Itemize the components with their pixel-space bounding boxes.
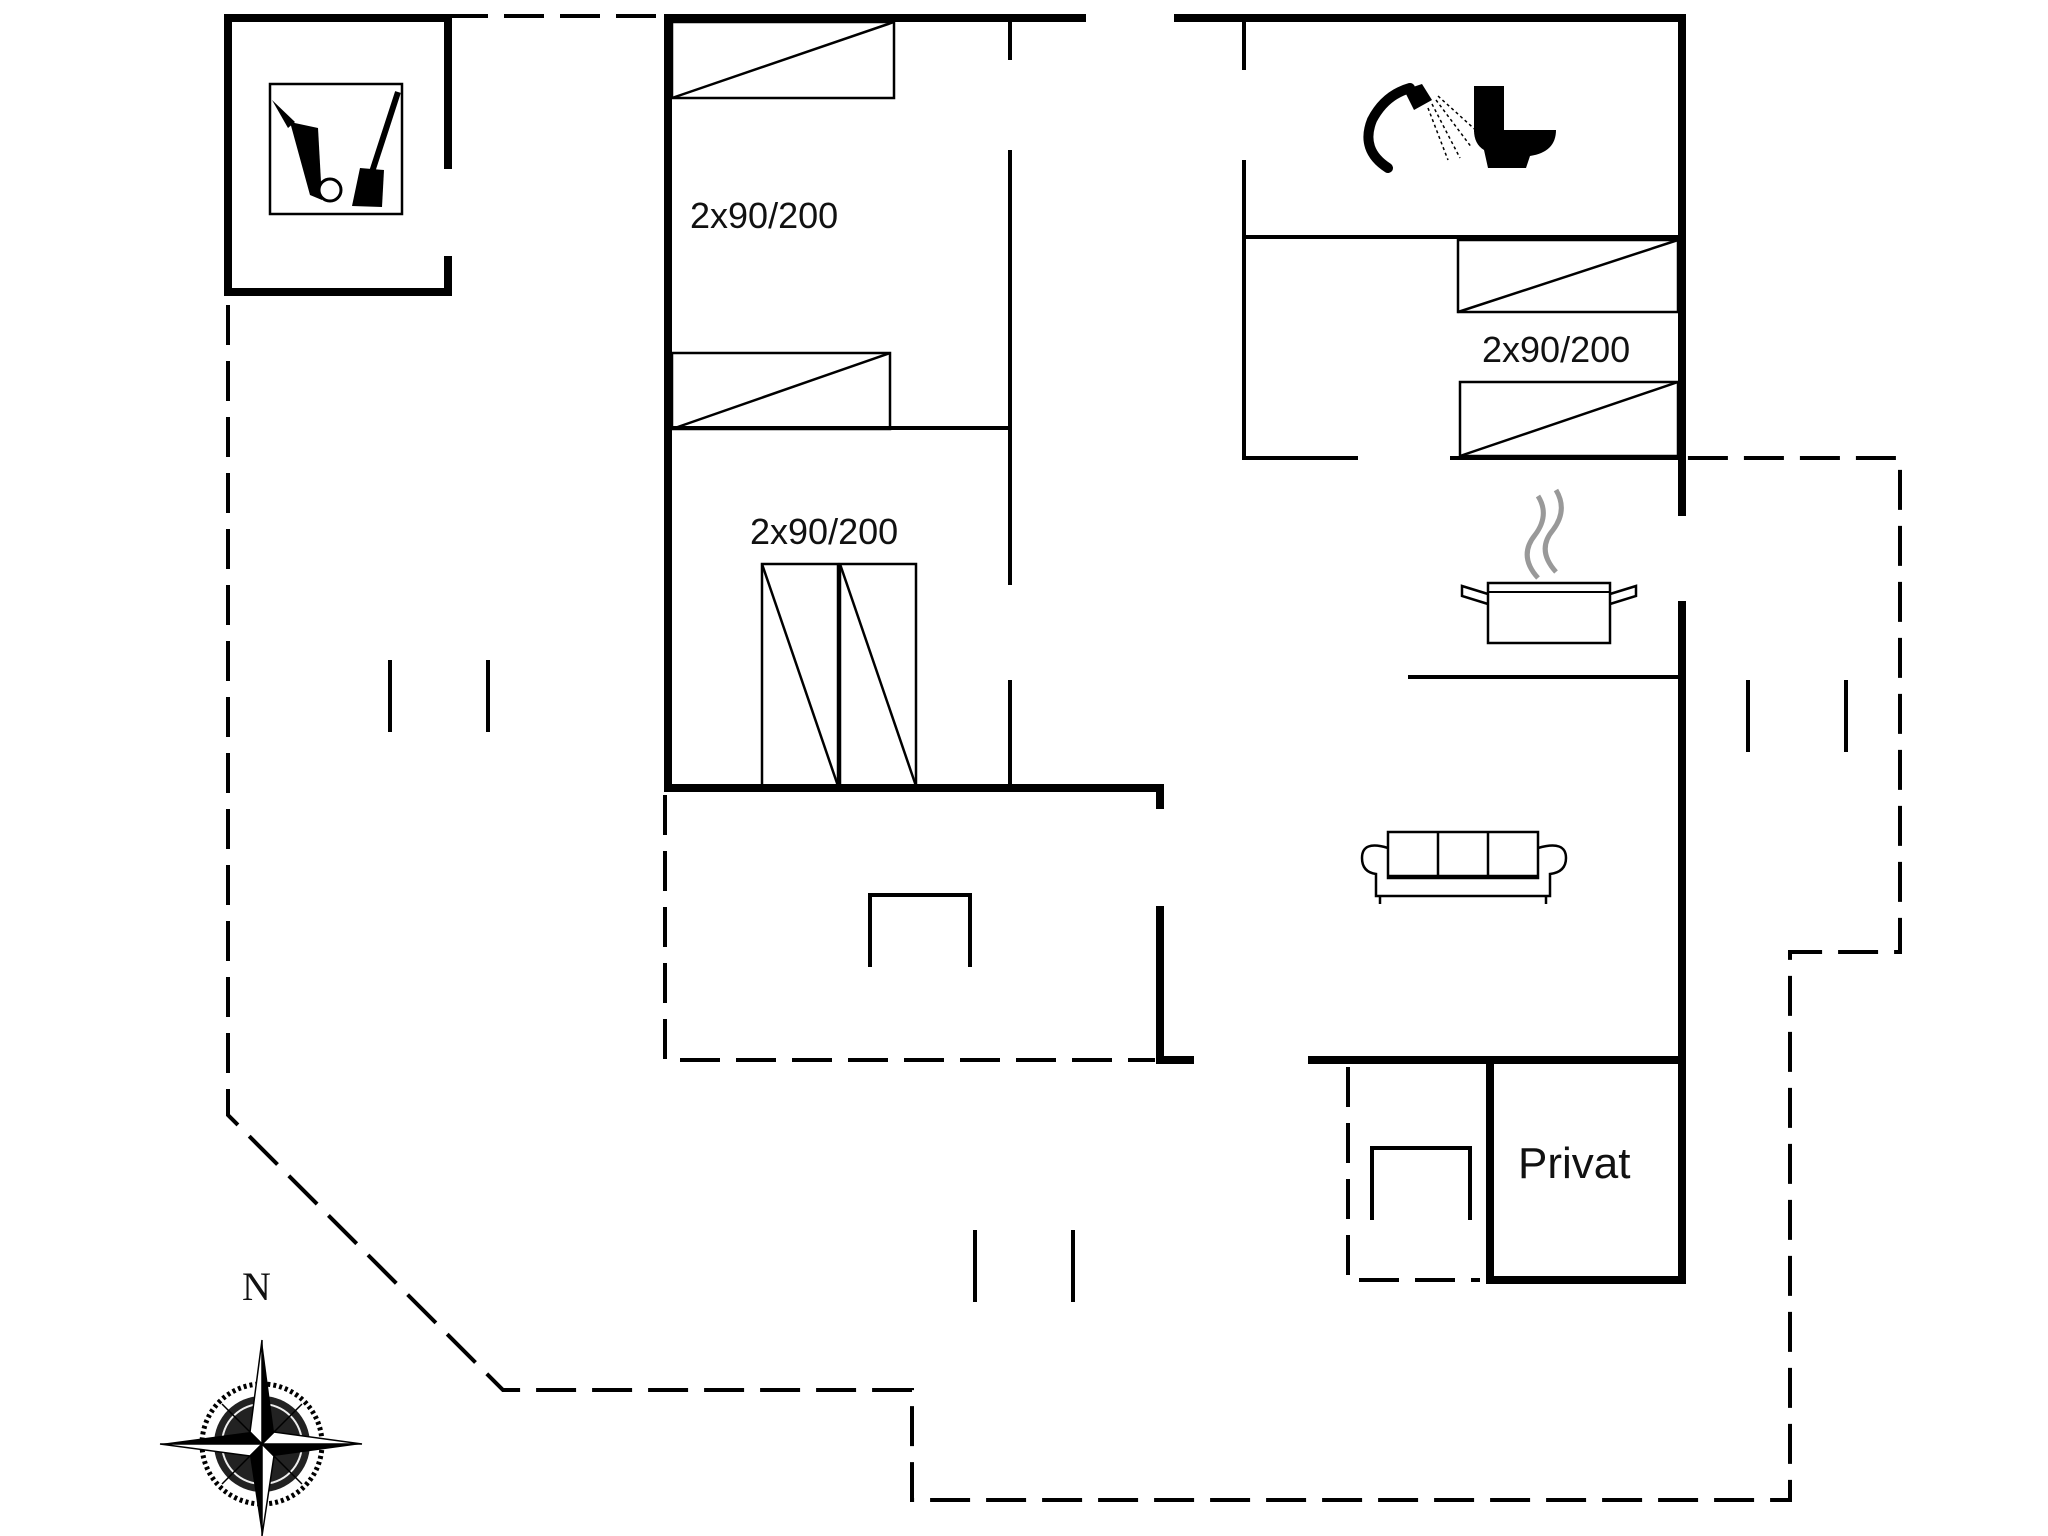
east-block xyxy=(1174,14,1686,1284)
garden-tools-icon xyxy=(268,82,404,216)
bed-room-1-bottom xyxy=(670,351,892,431)
opening-markers xyxy=(388,660,1848,1302)
bed-room-3-top xyxy=(1456,238,1680,314)
bed-room-3-bottom xyxy=(1458,380,1680,458)
shower-icon xyxy=(1363,83,1481,173)
sofa-icon xyxy=(1360,830,1568,904)
bed-label-room-2: 2x90/200 xyxy=(750,511,898,552)
private-room-label: Privat xyxy=(1518,1139,1630,1188)
toilet-icon xyxy=(1474,86,1556,168)
cooking-pot-icon xyxy=(1460,488,1638,645)
bed-label-room-3: 2x90/200 xyxy=(1482,329,1630,370)
bed-room-2-left xyxy=(760,562,840,788)
shed xyxy=(224,14,452,296)
bed-room-2-right xyxy=(838,562,918,788)
bedroom-block xyxy=(664,14,1194,1064)
bed-label-room-1: 2x90/200 xyxy=(690,195,838,236)
terrace-outline xyxy=(226,14,1902,1502)
table-terrace-south xyxy=(1370,1146,1472,1220)
table-terrace-west xyxy=(868,893,972,967)
bed-room-1-top xyxy=(670,20,896,100)
compass-rose-icon xyxy=(159,1339,363,1536)
north-label: N xyxy=(242,1264,271,1309)
